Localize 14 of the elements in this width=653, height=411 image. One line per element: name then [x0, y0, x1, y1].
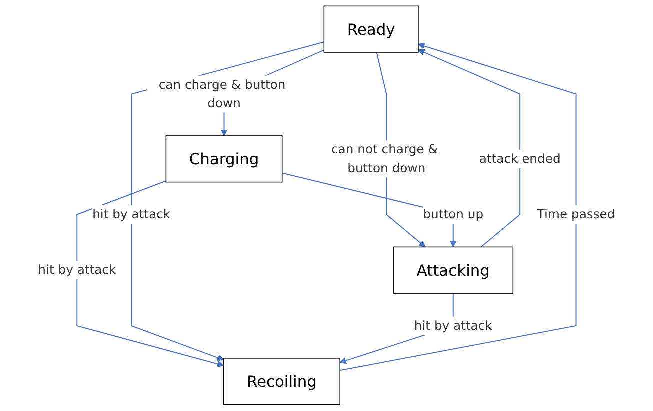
- node-box: Ready: [324, 6, 419, 53]
- node-box: Attacking: [392, 246, 514, 294]
- node-box: Recoiling: [223, 358, 340, 406]
- edge-label: can charge & button down: [158, 77, 286, 110]
- edge-label: hit by attack: [414, 318, 492, 333]
- node-box: Charging: [166, 136, 283, 183]
- edge-label: attack ended: [479, 151, 561, 166]
- edge-label: Time passed: [537, 207, 616, 222]
- edge-label: hit by attack: [92, 207, 170, 222]
- edge-label: can not charge & button down: [331, 142, 438, 176]
- arrow: [418, 49, 520, 248]
- arrow: [76, 180, 224, 368]
- edge-label: hit by attack: [38, 262, 116, 278]
- edge-label: button up: [422, 207, 484, 222]
